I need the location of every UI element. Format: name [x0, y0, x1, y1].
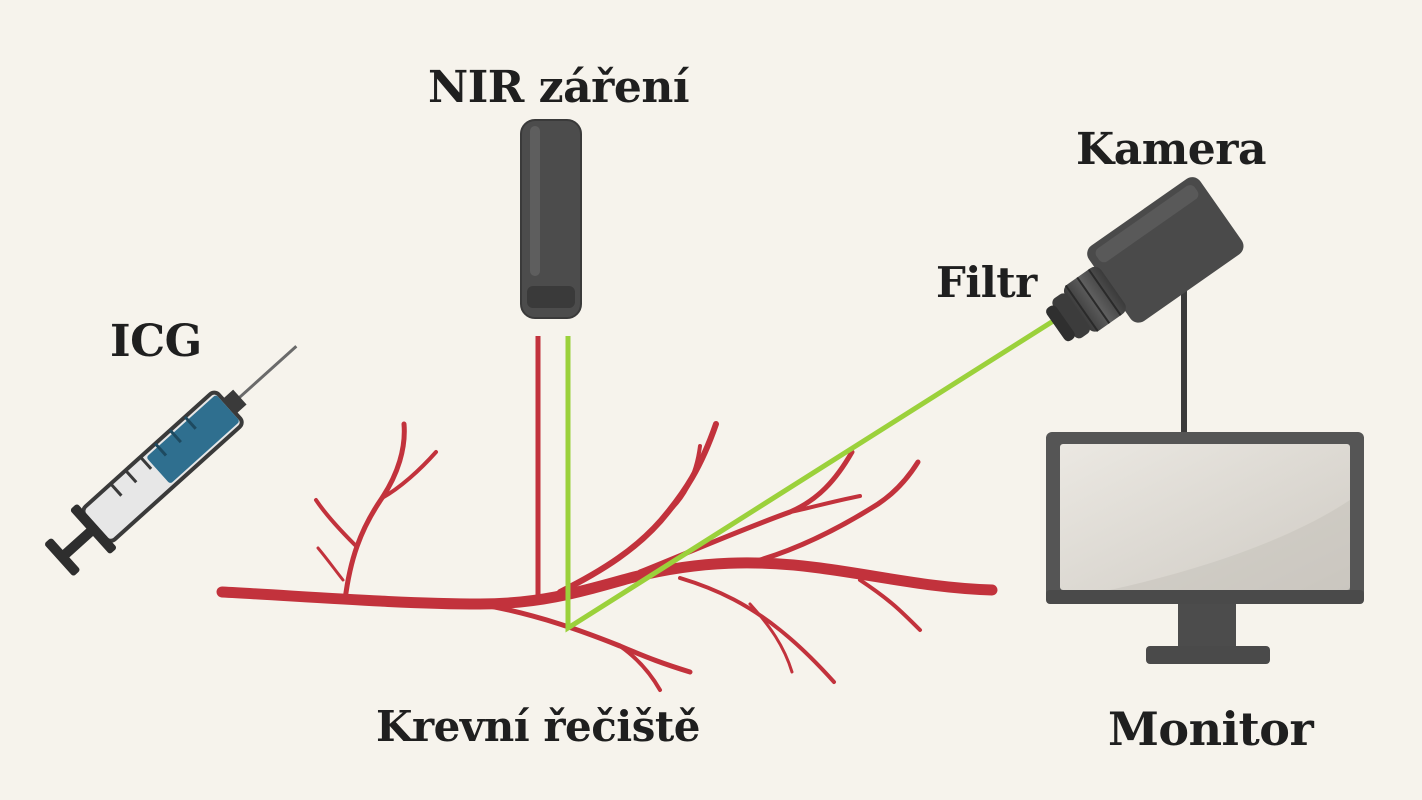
- vessel-branch: [748, 602, 794, 674]
- vessel-branch: [618, 644, 662, 692]
- blood-vessels-label: Krevní řečiště: [376, 702, 701, 751]
- nir-light-source-icon: [520, 119, 582, 319]
- camera-icon: [1046, 177, 1244, 432]
- vessel-branch: [380, 450, 438, 500]
- syringe-icon: [45, 345, 298, 576]
- vessel-branch: [314, 498, 357, 547]
- main-vessel: [216, 557, 998, 610]
- vessel-branch: [342, 421, 407, 603]
- vessel-branch: [788, 494, 862, 514]
- blood-vessel-network: [216, 421, 998, 692]
- vessel-branch: [316, 546, 345, 582]
- vessel-branch: [858, 578, 922, 632]
- fluorescence-emission-beam: [565, 315, 1060, 633]
- vessel-branch: [678, 576, 836, 684]
- vessel-branch: [487, 603, 693, 675]
- filter-label: Filtr: [936, 258, 1037, 307]
- camera-label: Kamera: [1076, 124, 1267, 175]
- vessel-branch: [666, 444, 702, 514]
- monitor-icon: [1046, 432, 1364, 664]
- vessel-branch: [757, 459, 921, 563]
- nir-radiation-label: NIR záření: [428, 62, 690, 113]
- monitor-label: Monitor: [1108, 702, 1314, 756]
- icg-label: ICG: [110, 316, 202, 367]
